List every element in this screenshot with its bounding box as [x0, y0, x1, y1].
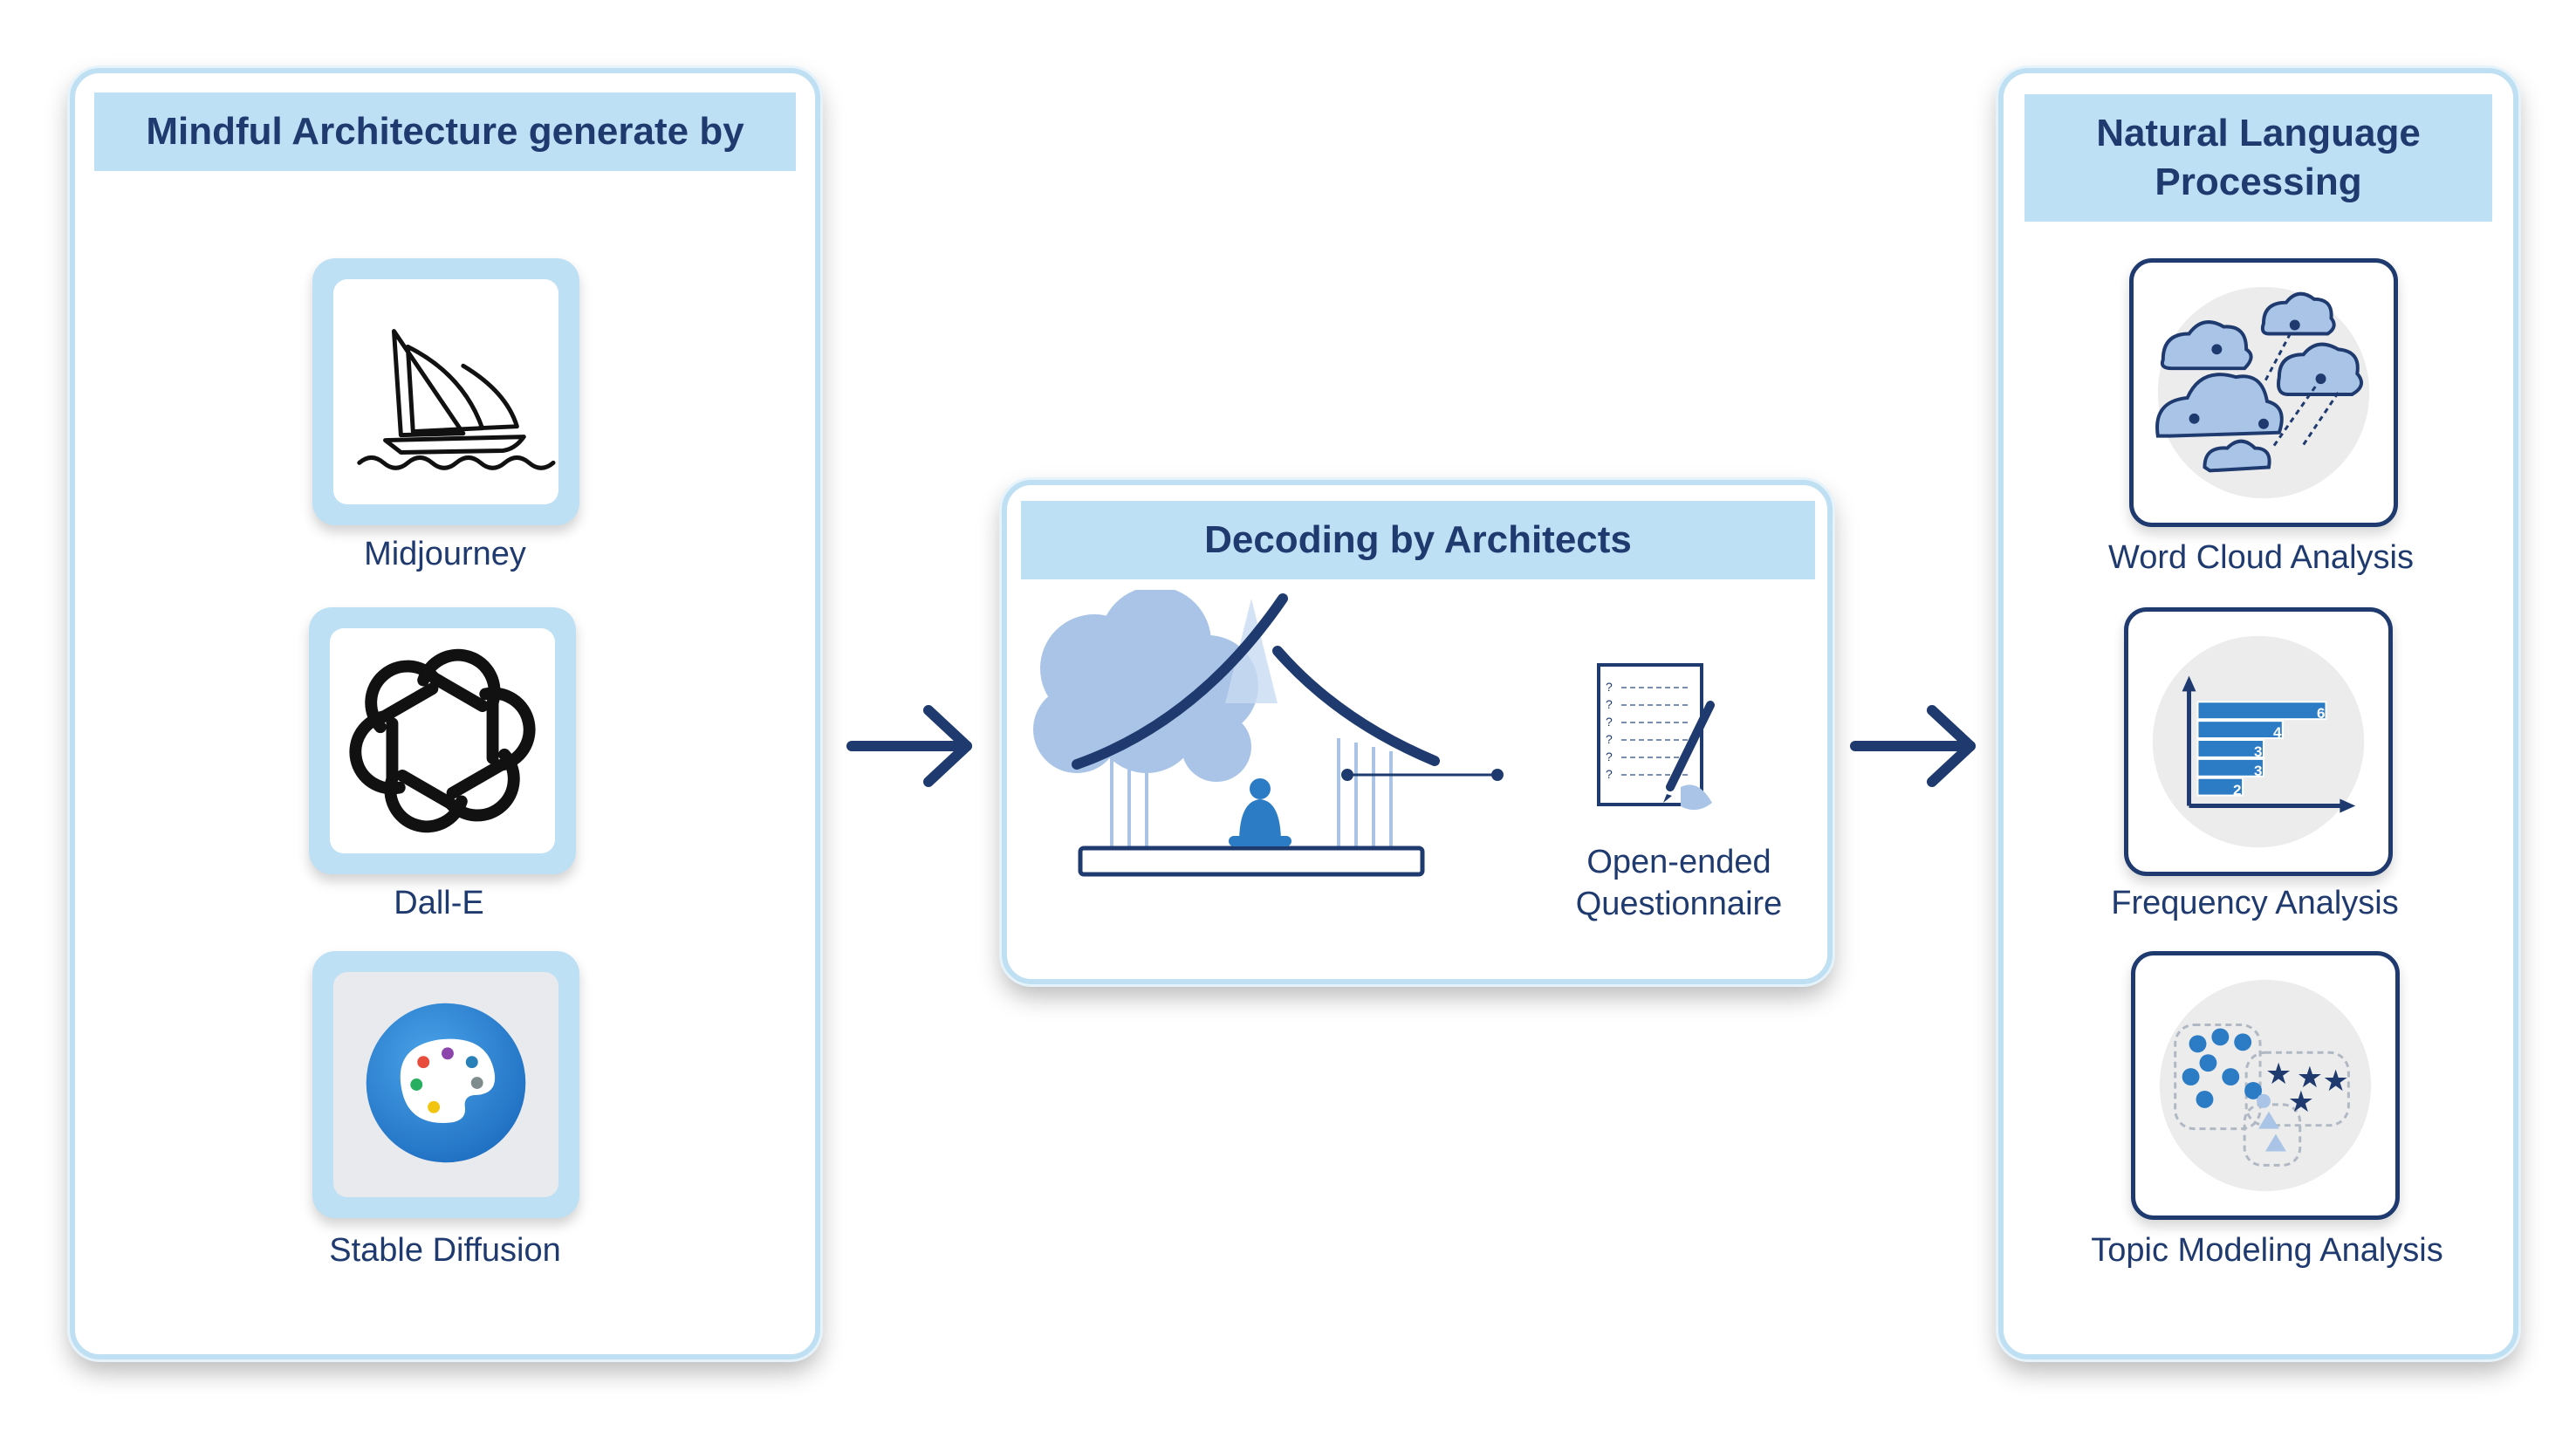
stable-diffusion-tile[interactable] [312, 951, 579, 1218]
topic-modeling-label: Topic Modeling Analysis [2091, 1232, 2443, 1269]
openai-knot-icon [349, 648, 536, 833]
bar-value-3: 3 [2254, 743, 2263, 760]
stable-diffusion-label: Stable Diffusion [329, 1232, 561, 1269]
midjourney-tile[interactable] [312, 258, 579, 525]
svg-text:?: ? [1606, 680, 1613, 694]
bar-value-4: 3 [2254, 763, 2263, 779]
nlp-panel: Natural Language Processing Word [1998, 68, 2518, 1359]
dall-e-label: Dall-E [394, 885, 484, 921]
bar-value-2: 4 [2273, 724, 2282, 741]
svg-text:★: ★ [2323, 1064, 2349, 1098]
svg-text:?: ? [1606, 750, 1613, 764]
meditation-pavilion-icon [1033, 590, 1504, 877]
frequency-label: Frequency Analysis [2111, 885, 2399, 921]
questionnaire-icon: ??? ??? [1597, 663, 1715, 811]
topic-clusters-icon: ★★ ★★ [2159, 979, 2372, 1192]
questionnaire-label: Open-ended Questionnaire [1575, 844, 1783, 922]
topic-modeling-tile[interactable]: ★★ ★★ [2131, 951, 2400, 1220]
sailboat-icon [357, 329, 556, 470]
svg-text:?: ? [1606, 767, 1613, 781]
word-cloud-tile[interactable] [2129, 258, 2398, 527]
palette-icon [366, 1003, 526, 1163]
nlp-panel-title: Natural Language Processing [2024, 94, 2492, 222]
svg-text:?: ? [1606, 697, 1613, 711]
frequency-tile[interactable]: 6 4 3 3 2 [2124, 607, 2393, 876]
svg-text:★: ★ [2265, 1057, 2292, 1091]
word-cloud-icon [2155, 286, 2370, 499]
svg-text:?: ? [1606, 715, 1613, 729]
dall-e-tile[interactable] [309, 607, 576, 874]
midjourney-label: Midjourney [364, 536, 526, 572]
decoding-panel: Decoding by Architects [1002, 480, 1833, 984]
bar-chart-icon [2152, 635, 2365, 848]
bar-value-5: 2 [2233, 782, 2242, 798]
svg-text:★: ★ [2297, 1060, 2323, 1094]
generation-panel: Mindful Architecture generate by Midjour… [70, 68, 820, 1359]
bar-value-1: 6 [2317, 705, 2326, 722]
flow-arrow-2 [1850, 705, 1976, 787]
flow-arrow-1 [846, 705, 972, 787]
svg-text:★: ★ [2288, 1085, 2314, 1119]
svg-text:?: ? [1606, 732, 1613, 746]
word-cloud-label: Word Cloud Analysis [2108, 539, 2414, 576]
generation-panel-title: Mindful Architecture generate by [94, 92, 796, 171]
decoding-panel-title: Decoding by Architects [1021, 501, 1815, 579]
